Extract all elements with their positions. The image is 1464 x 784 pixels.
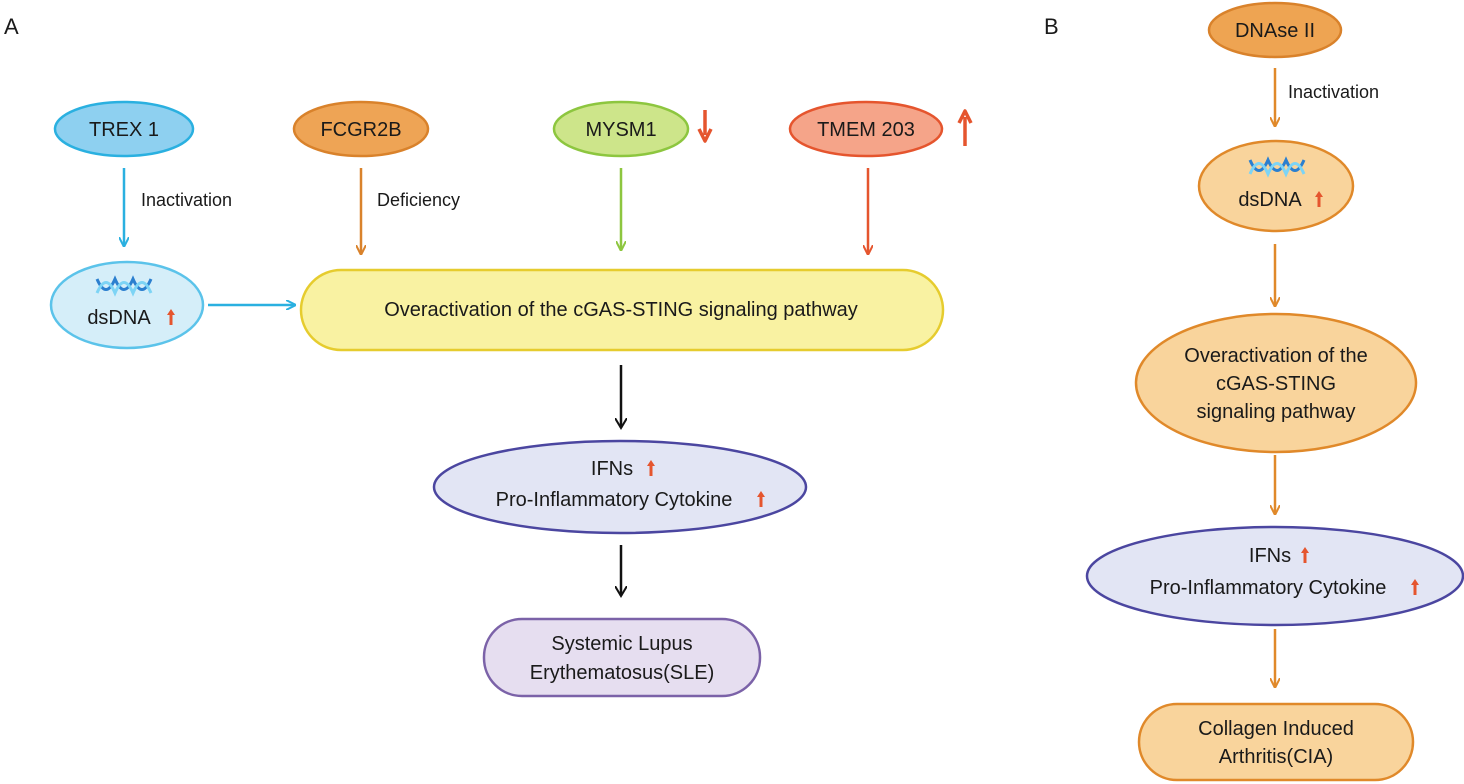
sle-node: Systemic Lupus Erythematosus(SLE) (482, 617, 762, 698)
pathway-b-line1: Overactivation of the (1184, 345, 1367, 367)
panel-a-label: A (4, 14, 19, 39)
pathway-label-a: Overactivation of the cGAS-STING signali… (384, 299, 858, 321)
mysm1-down-arrow-icon (697, 110, 713, 143)
pathway-node-b: Overactivation of the cGAS-STING signali… (1134, 312, 1418, 454)
sle-label-line1: Systemic Lupus (551, 633, 692, 655)
dsdna-label-b: dsDNA (1238, 189, 1302, 211)
trex1-label: TREX 1 (89, 119, 159, 141)
dsdna-node-b: dsDNA (1197, 139, 1355, 233)
dsdna-node-a: dsDNA (49, 260, 205, 350)
trex1-node: TREX 1 (53, 100, 195, 158)
tmem203-node: TMEM 203 (788, 100, 944, 158)
fcgr2b-node: FCGR2B (292, 100, 430, 158)
cia-label-line1: Collagen Induced (1198, 718, 1354, 740)
dsdna-label-a: dsDNA (87, 307, 151, 329)
fcgr2b-label: FCGR2B (320, 119, 401, 141)
fcgr2b-edge-label: Deficiency (377, 190, 460, 210)
dnase2-edge-label: Inactivation (1288, 82, 1379, 102)
ifns-label-b: IFNs (1249, 545, 1291, 567)
mysm1-node: MYSM1 (552, 100, 690, 158)
panel-b-label: B (1044, 14, 1059, 39)
cytokine-label-b: Pro-Inflammatory Cytokine (1150, 577, 1387, 599)
ifn-node-b: IFNs Pro-Inflammatory Cytokine (1085, 525, 1464, 627)
ifn-node-a: IFNs Pro-Inflammatory Cytokine (432, 439, 808, 535)
dnase2-label: DNAse II (1235, 20, 1315, 42)
pathway-b-line2: cGAS-STING (1216, 373, 1336, 395)
ifns-label-a: IFNs (591, 458, 633, 480)
cia-label-line2: Arthritis(CIA) (1219, 746, 1333, 768)
trex1-edge-label: Inactivation (141, 190, 232, 210)
pathway-node-a: Overactivation of the cGAS-STING signali… (299, 268, 945, 352)
cia-node: Collagen Induced Arthritis(CIA) (1137, 702, 1415, 782)
cytokine-label-a: Pro-Inflammatory Cytokine (496, 489, 733, 511)
pathway-b-line3: signaling pathway (1197, 401, 1356, 423)
dnase2-node: DNAse II (1207, 1, 1343, 59)
sle-label-line2: Erythematosus(SLE) (530, 662, 715, 684)
tmem203-up-arrow-icon (957, 109, 973, 146)
mysm1-label: MYSM1 (585, 119, 656, 141)
tmem203-label: TMEM 203 (817, 119, 915, 141)
